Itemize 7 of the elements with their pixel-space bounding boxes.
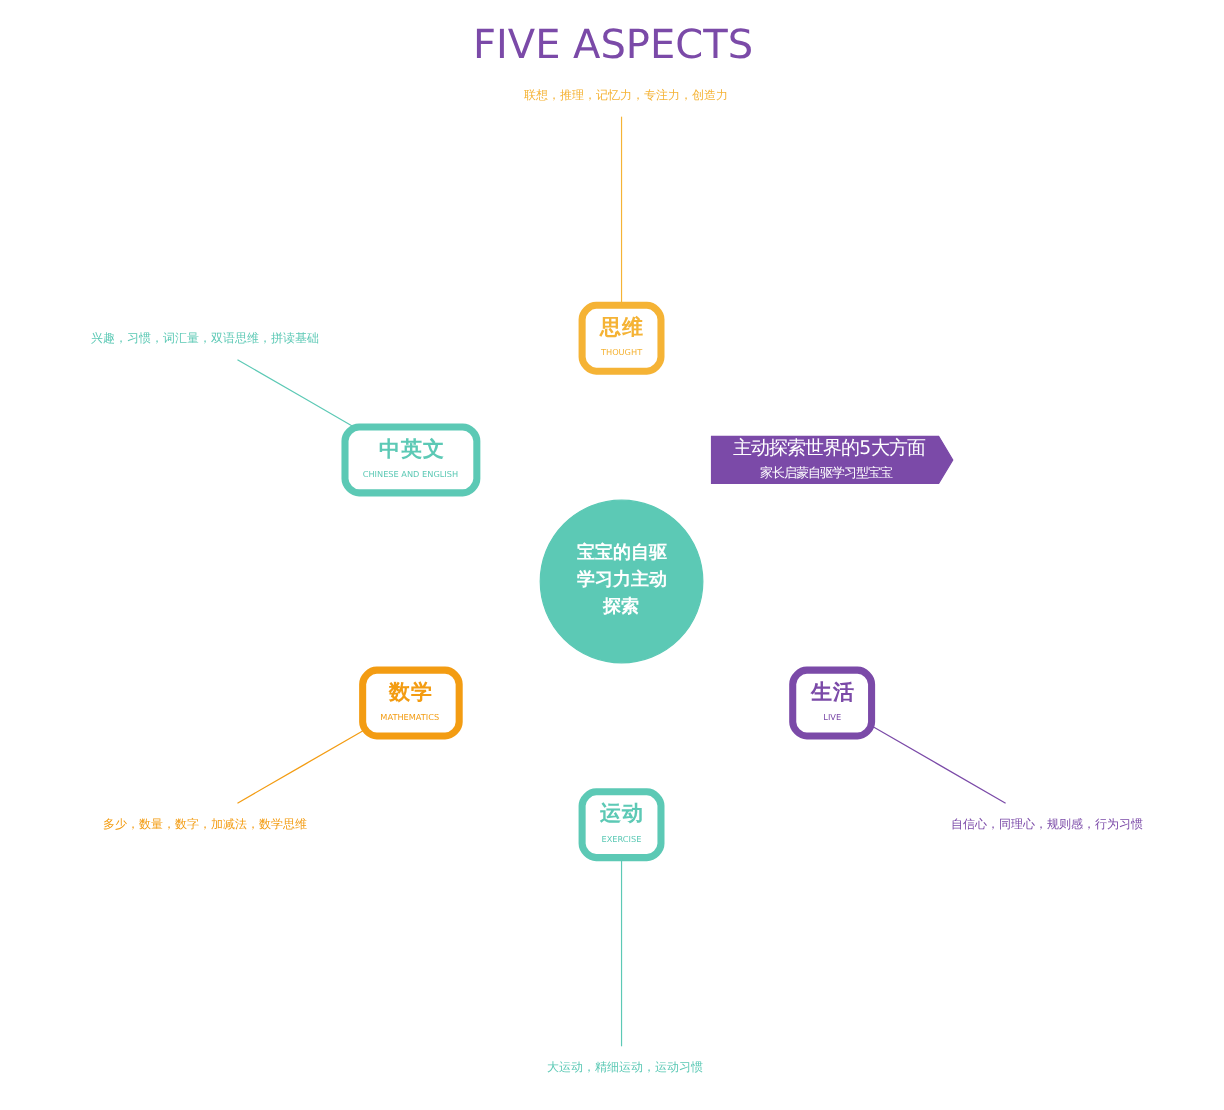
diagram-title: FIVE ASPECTS (471, 19, 753, 68)
connector (870, 725, 1006, 804)
connector (619, 857, 622, 1047)
connector (235, 359, 354, 428)
connector (235, 730, 363, 804)
connector (619, 116, 622, 306)
node-circle: 宝宝的自驱学习力主动探索 (538, 499, 703, 664)
